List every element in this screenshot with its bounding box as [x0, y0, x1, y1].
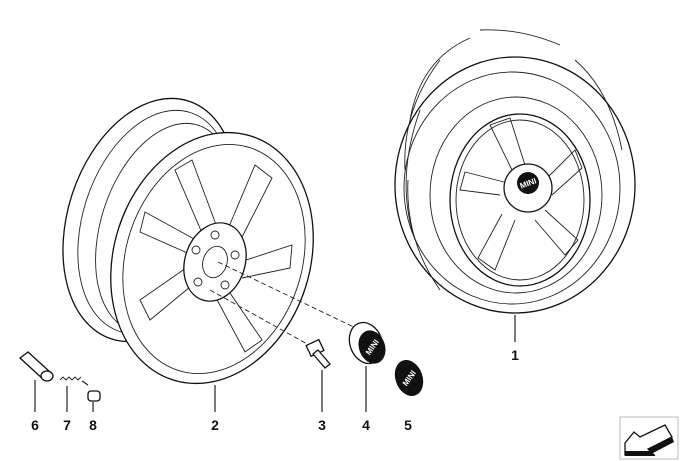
back-arrow-icon[interactable] — [619, 416, 679, 460]
valve-insert[interactable] — [59, 376, 89, 386]
valve[interactable] — [18, 351, 54, 382]
label-3[interactable]: 3 — [318, 417, 326, 433]
hub-cap[interactable]: MINI — [344, 318, 390, 368]
wheel-bolt[interactable] — [305, 338, 331, 369]
complete-wheel[interactable]: MINI — [394, 29, 636, 314]
label-2[interactable]: 2 — [211, 417, 219, 433]
label-6[interactable]: 6 — [31, 417, 39, 433]
rim[interactable] — [33, 76, 344, 410]
label-1[interactable]: 1 — [511, 347, 519, 363]
emblem[interactable]: MINI — [391, 357, 428, 400]
label-4[interactable]: 4 — [362, 417, 370, 433]
label-5[interactable]: 5 — [404, 417, 412, 433]
valve-cap[interactable] — [87, 390, 101, 402]
label-7[interactable]: 7 — [63, 417, 71, 433]
label-8[interactable]: 8 — [89, 417, 97, 433]
